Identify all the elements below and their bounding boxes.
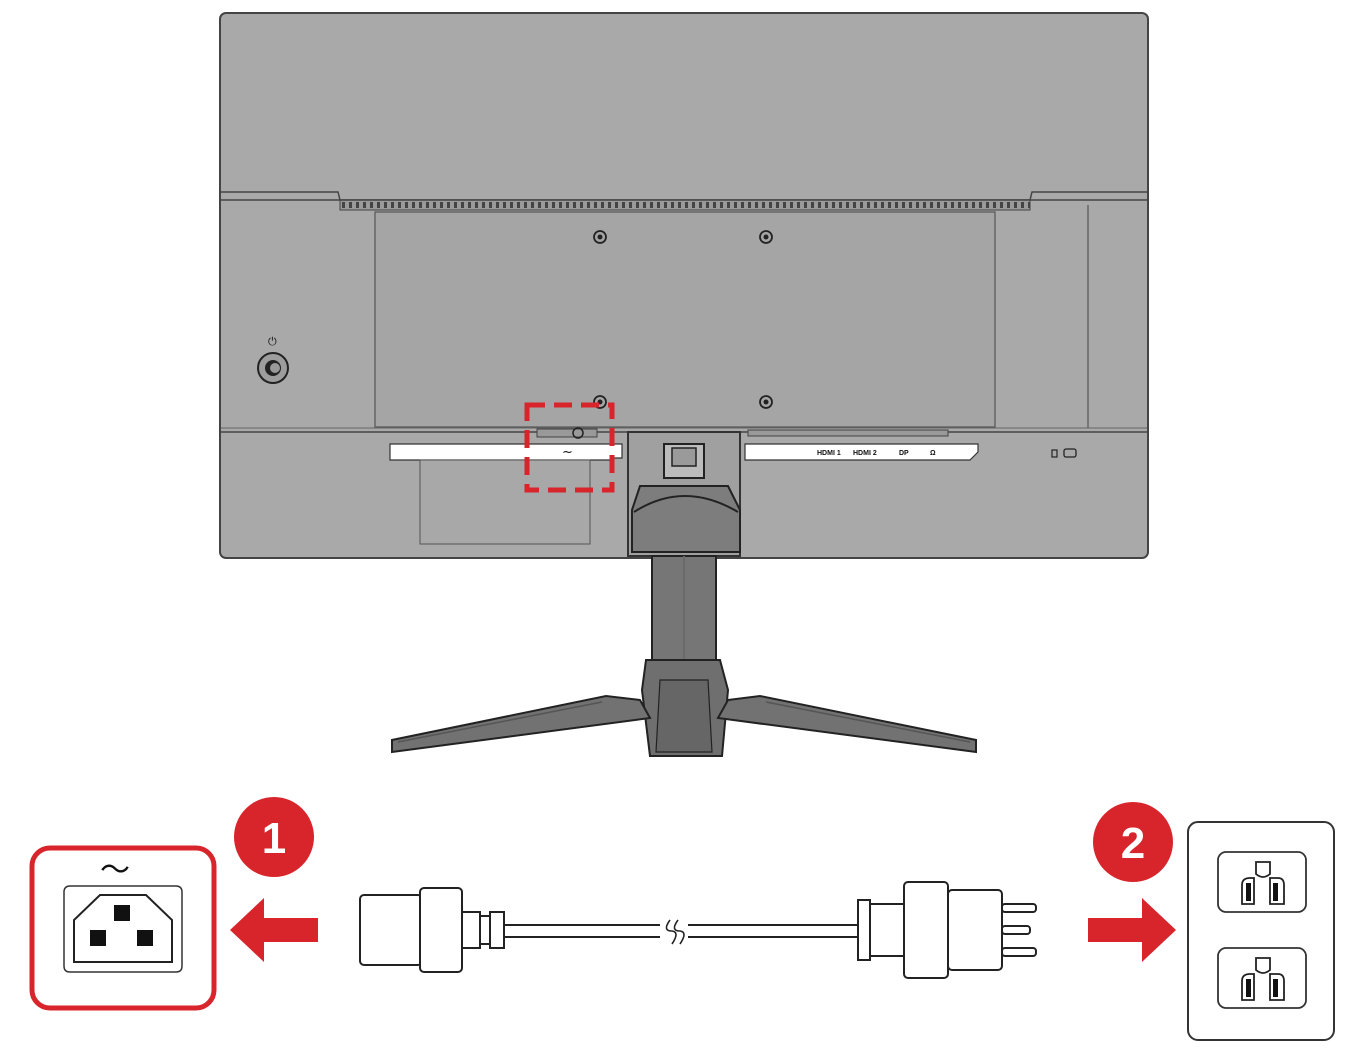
- step-2-number: 2: [1121, 819, 1145, 868]
- io-port-strip: HDMI 1 HDMI 2 DP Ω: [744, 429, 979, 461]
- power-button-icon: ⏻: [268, 335, 277, 348]
- ac-inlet-symbol: 〜: [100, 853, 130, 888]
- monitor-rear: ⏻ ~ HDMI 1 HDMI 2 DP Ω: [219, 12, 1149, 559]
- step-1: 1 〜: [29, 797, 318, 1011]
- ac-port-highlight: [524, 402, 615, 493]
- step-2: 2: [1088, 802, 1335, 1041]
- wall-outlet-icon: [1187, 821, 1335, 1041]
- power-cord-icon: [359, 881, 1037, 979]
- ac-inlet-icon: [63, 885, 183, 973]
- audio-label: Ω: [930, 450, 936, 457]
- hdmi1-label: HDMI 1: [817, 450, 841, 457]
- step-1-number: 1: [262, 814, 286, 863]
- vesa-screw-holes: [593, 230, 773, 409]
- power-button[interactable]: ⏻: [257, 335, 289, 384]
- step-2-badge: [1093, 802, 1173, 882]
- vent-slots: [339, 199, 1031, 211]
- step-1-badge: [234, 797, 314, 877]
- dp-label: DP: [899, 450, 909, 457]
- arrow-left-icon: [230, 898, 318, 962]
- arrow-right-icon: [1088, 898, 1176, 962]
- ac-port-label: ~: [562, 445, 573, 460]
- ac-port-strip: ~: [389, 427, 623, 545]
- monitor-stand: [391, 431, 977, 757]
- kensington-lock-icon: [1051, 448, 1077, 458]
- hdmi2-label: HDMI 2: [853, 450, 877, 457]
